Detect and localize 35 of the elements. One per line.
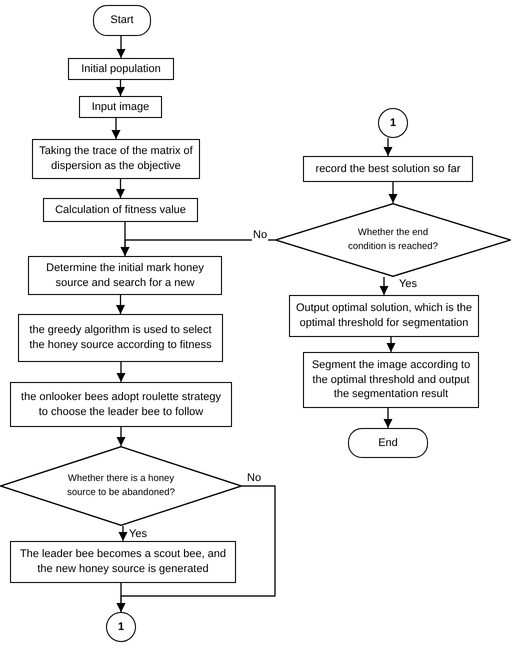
arrow xyxy=(116,36,126,58)
process-box: Initial population xyxy=(68,58,174,80)
arrow xyxy=(116,295,125,314)
arrow xyxy=(116,362,126,382)
arrow xyxy=(384,138,392,156)
connector-circle: 1 xyxy=(378,108,408,138)
decision-text: Whether the end condition is reached? xyxy=(347,226,439,254)
process-box: Input image xyxy=(79,96,162,118)
process-box: Segment the image according to the optimal threshold and output the segmentation result xyxy=(303,352,479,408)
decision-diamond xyxy=(0,446,242,526)
arrow xyxy=(116,427,126,446)
arrow xyxy=(116,80,125,96)
process-box: the greedy algorithm is used to select the honey source according to fitness xyxy=(18,314,223,362)
edge-label: No xyxy=(252,229,268,242)
arrow xyxy=(388,182,398,203)
process-box: the onlooker bees adopt roulette strategy to choose the leader bee to follow xyxy=(10,382,232,427)
process-box: The leader bee becomes a scout bee, and the new honey source is generated xyxy=(10,541,236,583)
connector-circle: 1 xyxy=(106,612,136,642)
arrow xyxy=(120,239,275,256)
arrow xyxy=(384,408,392,428)
process-box: Taking the trace of the matrix of dispersion as the objective xyxy=(32,139,200,179)
decision-text: Whether there is a honey source to be abandoned? xyxy=(66,472,176,500)
arrow xyxy=(380,277,388,295)
terminal-box: Start xyxy=(93,5,151,36)
arrow xyxy=(118,526,128,541)
arrow xyxy=(116,179,125,198)
arrow xyxy=(386,337,396,352)
process-box: record the best solution so far xyxy=(303,156,473,182)
terminal-box: End xyxy=(348,428,428,458)
decision-diamond xyxy=(275,203,511,277)
arrow xyxy=(112,118,120,139)
process-box: Output optimal solution, which is the optimal threshold for segmentation xyxy=(289,295,479,337)
process-box: Calculation of fitness value xyxy=(43,198,198,222)
arrow xyxy=(116,583,126,612)
process-box: Determine the initial mark honey source and search for a new xyxy=(28,256,222,295)
